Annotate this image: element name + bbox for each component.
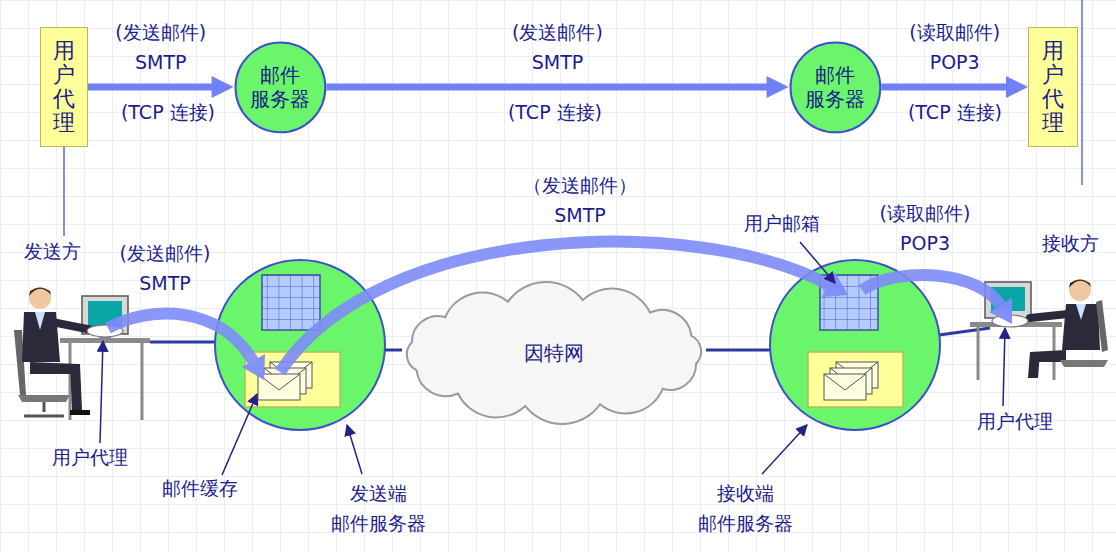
cloud-shape xyxy=(407,282,701,424)
node-label: 邮件 服务器 xyxy=(250,63,310,111)
mail-server-circle: 邮件 服务器 xyxy=(234,41,327,134)
protocol-label: (读取邮件) POP3 xyxy=(880,198,971,258)
node-label: 邮件 服务器 xyxy=(805,63,865,111)
part-label: 发送端 邮件服务器 xyxy=(331,478,426,538)
node-label: 用户代理 xyxy=(1042,39,1064,136)
flow-arrow xyxy=(881,76,1028,98)
flow-arrow xyxy=(326,76,788,98)
guide-line xyxy=(1081,0,1083,185)
circle-shape xyxy=(790,42,880,132)
user-agent-box: 用户代理 xyxy=(40,27,88,147)
part-label: 用户代理 xyxy=(977,410,1053,433)
flow-arrow xyxy=(88,76,234,98)
internet-cloud: 因特网 xyxy=(393,283,715,423)
protocol-label: (发送邮件) SMTP xyxy=(512,17,603,77)
arrow-head xyxy=(212,76,234,98)
arrow-shaft xyxy=(881,83,1008,90)
circle-shape xyxy=(235,42,325,132)
connection-label: (TCP 连接) xyxy=(908,101,1002,124)
node-label: 用户代理 xyxy=(53,39,75,136)
sender-person xyxy=(14,287,150,420)
arrow-head xyxy=(1006,76,1028,98)
part-label: 用户代理 xyxy=(52,446,128,469)
connection-label: (TCP 连接) xyxy=(508,101,602,124)
part-label: 邮件缓存 xyxy=(162,477,238,500)
guide-line xyxy=(63,147,65,236)
leader-lines xyxy=(100,242,1005,475)
protocol-label: （发送邮件） SMTP xyxy=(523,170,637,230)
arrow-shaft xyxy=(88,84,214,91)
protocol-label: (发送邮件) SMTP xyxy=(115,17,206,77)
user-agent-box: 用户代理 xyxy=(1028,27,1078,147)
arrow-head xyxy=(767,76,789,98)
protocol-label: (读取邮件) POP3 xyxy=(909,17,1000,77)
connection-label: (TCP 连接) xyxy=(121,101,215,124)
arrow-shaft xyxy=(326,83,768,90)
mail-server-circle: 邮件 服务器 xyxy=(789,41,882,134)
part-label: 用户邮箱 xyxy=(744,212,820,235)
receiver-mail-server xyxy=(770,260,940,430)
protocol-label: (发送邮件) SMTP xyxy=(120,238,211,298)
role-label: 发送方 xyxy=(24,240,81,263)
part-label: 接收端 邮件服务器 xyxy=(698,478,793,538)
role-label: 接收方 xyxy=(1042,232,1099,255)
node-label: 因特网 xyxy=(524,340,584,367)
